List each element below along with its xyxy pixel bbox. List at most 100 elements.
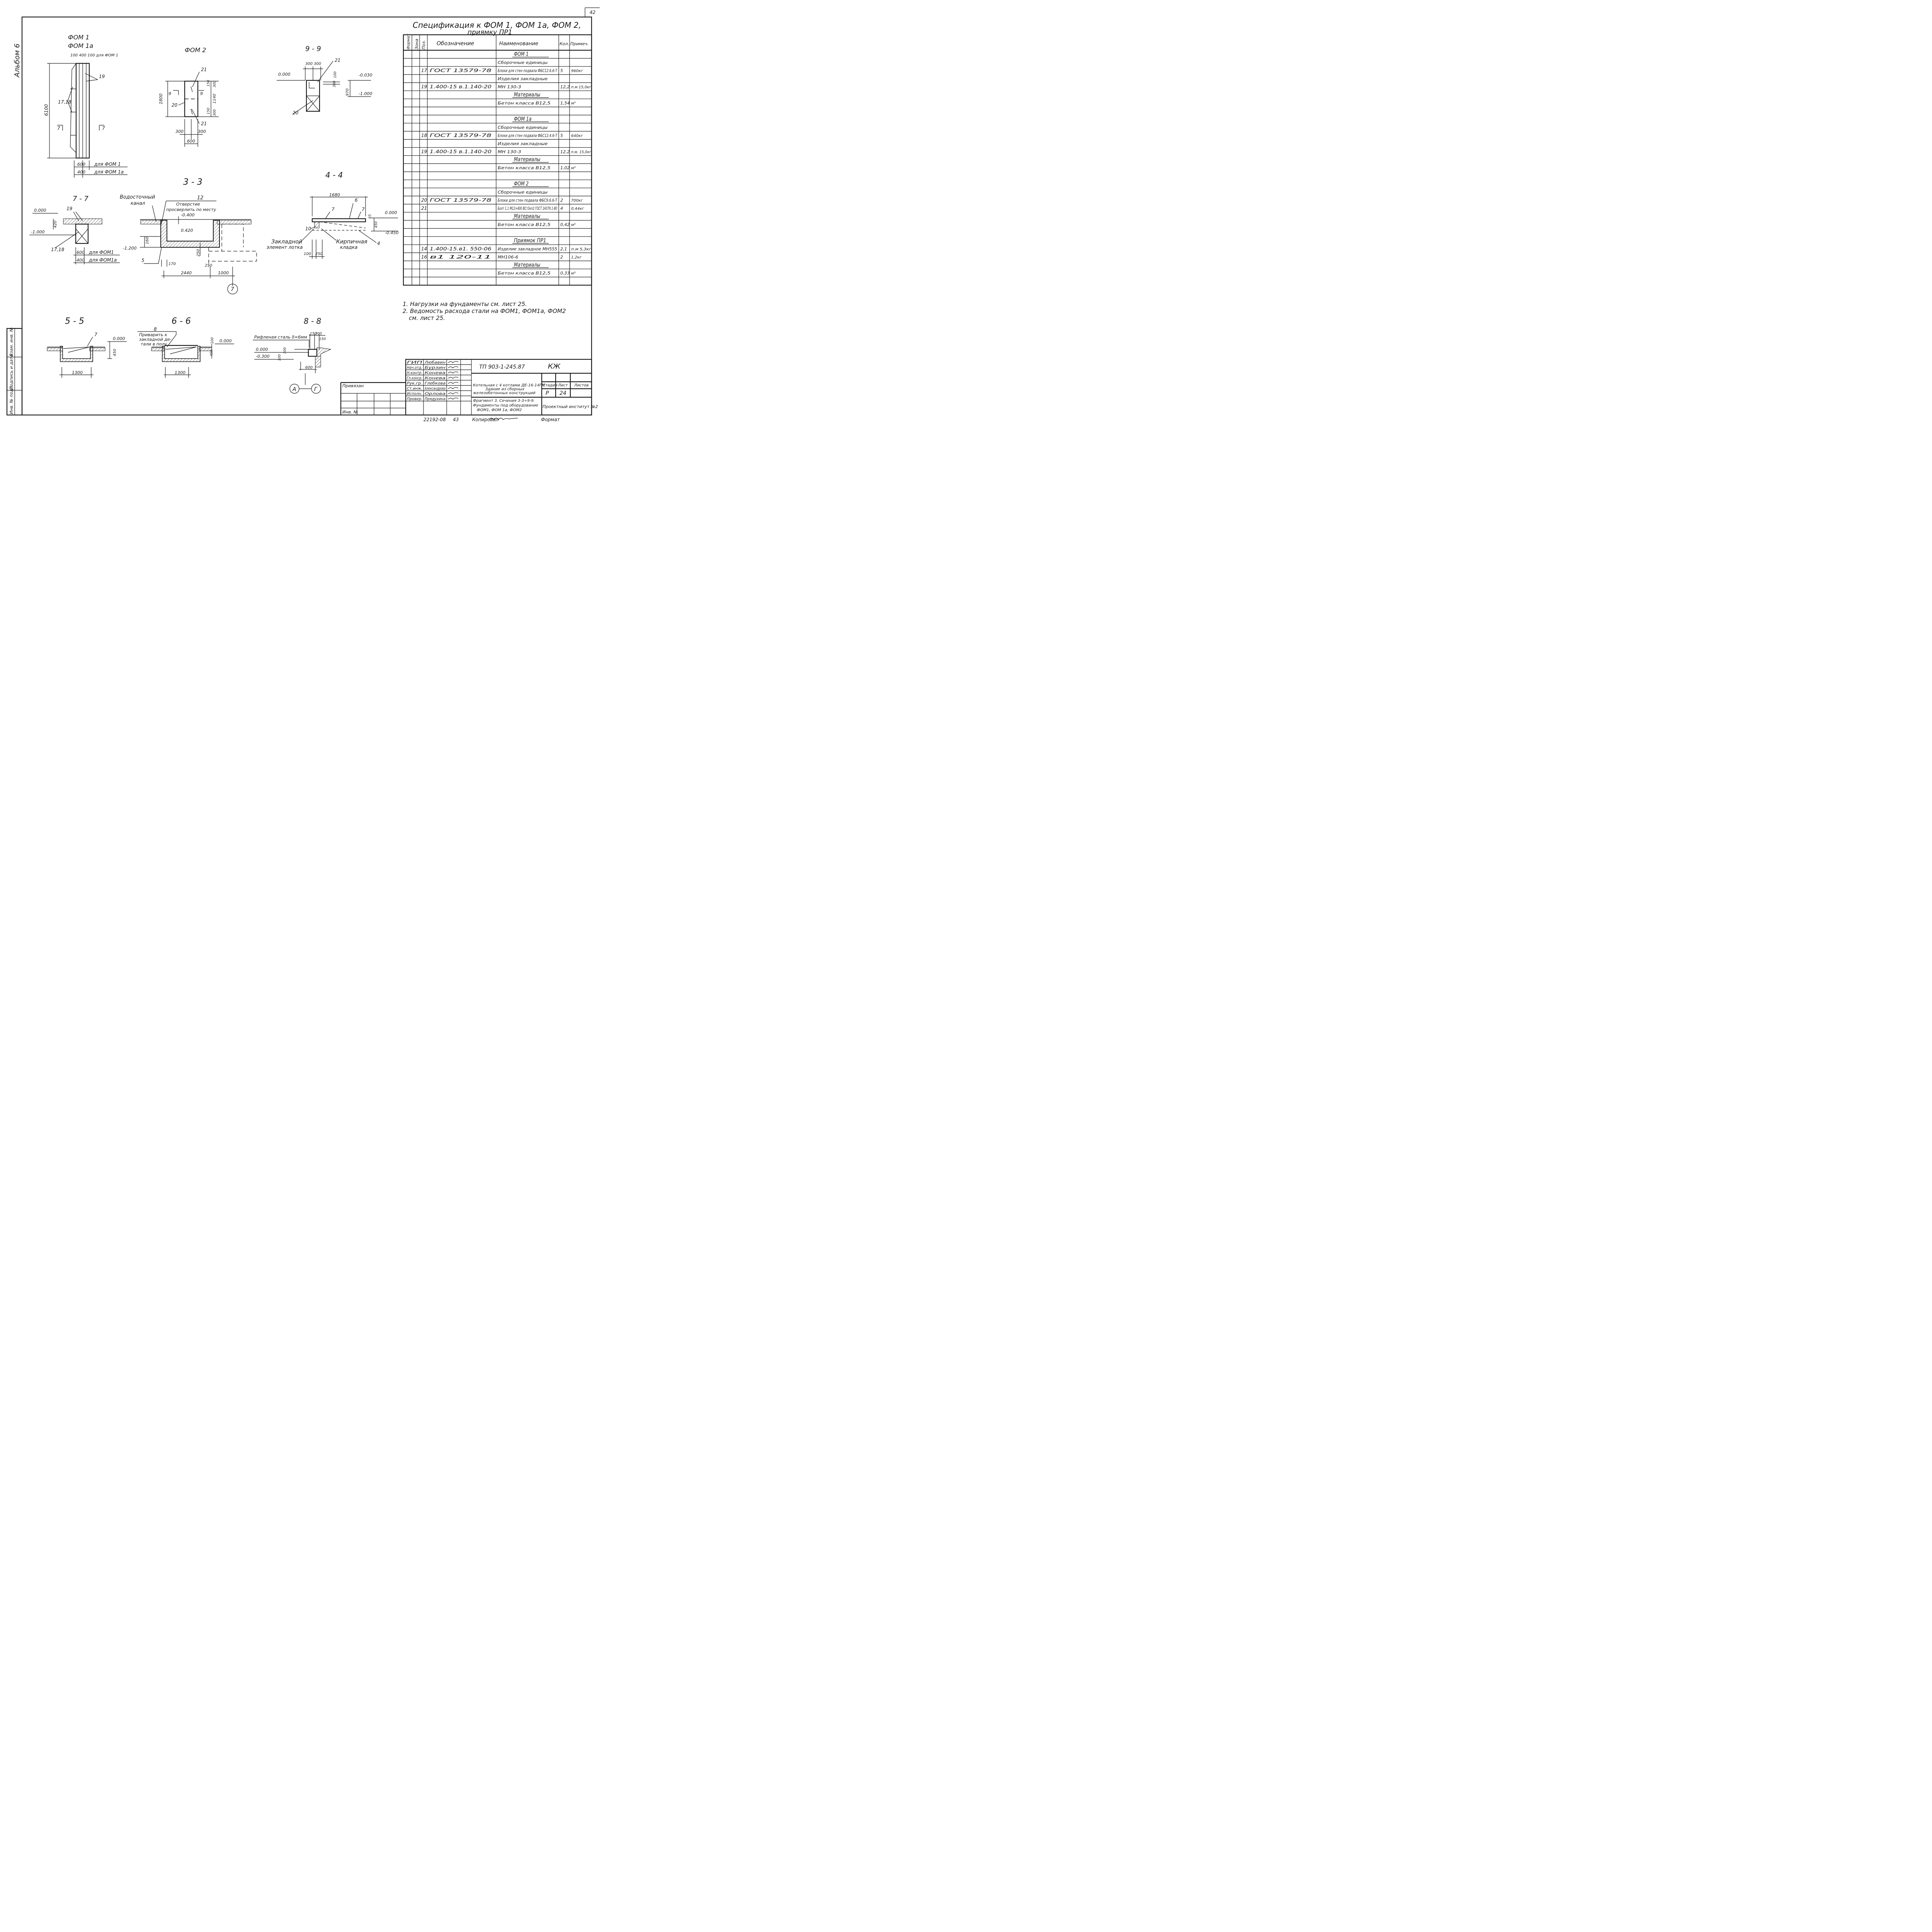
fom2-d150a: 150 bbox=[207, 80, 211, 87]
s88-d300: 300 bbox=[315, 332, 322, 336]
fom2-d300a: 300 bbox=[213, 81, 217, 87]
spec-name: Материалы bbox=[514, 92, 540, 98]
fom2-label-21b: 21 bbox=[201, 121, 207, 126]
view-fom2: ФОМ 2 1800 21 21 20 9 9 150 300 1140 150… bbox=[158, 46, 219, 147]
spec-name: Бетон класса В12,5 bbox=[498, 100, 551, 105]
s44-brick-1: Кирпичная bbox=[336, 239, 367, 245]
spec-row: ФОМ 2 bbox=[512, 181, 549, 187]
spec-qty: 5 bbox=[560, 68, 563, 73]
spec-designation: 1.400-15 в.1.140-20 bbox=[430, 149, 492, 154]
spec-name: Блоки для стен подвала ФБС12.4.6-Т bbox=[498, 133, 558, 138]
spec-row: Материалы bbox=[512, 213, 549, 219]
spec-qty: 2 bbox=[560, 198, 563, 203]
s66-d1300: 1300 bbox=[175, 370, 185, 375]
s88-title: 8 - 8 bbox=[304, 316, 321, 326]
spec-pos: 21 bbox=[421, 206, 427, 211]
view-section-6-6: 6 - 6 8 Приварить к закладной де- тали в… bbox=[138, 316, 234, 378]
spec-qty: 5 bbox=[560, 133, 563, 138]
fom1-label-19: 19 bbox=[99, 74, 105, 79]
signature bbox=[448, 366, 459, 369]
s44-d1680: 1680 bbox=[329, 192, 340, 197]
copied-label: Копировал bbox=[472, 417, 499, 422]
fom2-d1140: 1140 bbox=[213, 94, 217, 104]
fom2-d300l: 300 bbox=[175, 129, 184, 134]
tb-name: Конева bbox=[425, 376, 446, 380]
fom2-d600: 600 bbox=[187, 139, 195, 144]
fom2-title: ФОМ 2 bbox=[185, 46, 206, 54]
spec-h-format: Формат bbox=[406, 33, 411, 49]
s44-label-7b: 7 bbox=[362, 207, 365, 212]
tb-sheet: 24 bbox=[560, 390, 566, 396]
tb-mark: КЖ bbox=[548, 362, 561, 371]
privyazan-label: Привязан bbox=[342, 383, 364, 388]
tb-sheets-h: Листов bbox=[574, 383, 588, 388]
left-stamp: Инв. № подл. Подпись и дата Взам. инв. № bbox=[6, 327, 23, 416]
fom2-d150b: 150 bbox=[207, 108, 211, 114]
spec-h-designation: Обозначение bbox=[437, 41, 474, 47]
spec-table: Спецификация к ФОМ 1, ФОМ 1а, ФОМ 2, при… bbox=[403, 20, 592, 286]
signature bbox=[448, 382, 459, 384]
bottom-code: 22192-08 bbox=[423, 417, 446, 422]
s44-label-4: 4 bbox=[377, 241, 380, 246]
spec-designation: ГОСТ 13579-78 bbox=[430, 133, 492, 138]
tb-stage: Р bbox=[546, 390, 549, 396]
s66-d100: 100 bbox=[211, 337, 214, 344]
s99-d300: 300 bbox=[333, 81, 337, 87]
page-number: 43 bbox=[453, 417, 459, 422]
s77-title: 7 - 7 bbox=[73, 195, 88, 203]
s33-canal-1: Водосточный bbox=[120, 194, 155, 200]
spec-name: Изделия закладные bbox=[498, 77, 548, 82]
spec-name: Бетон класса В12,5 bbox=[498, 271, 551, 276]
spec-name: Блоки для стен подвала ФБС12.6.6-Т bbox=[498, 68, 558, 73]
tb-sheet-h: Лист bbox=[558, 383, 568, 388]
spec-name: Материалы bbox=[514, 213, 540, 219]
view-section-5-5: 5 - 5 7 0.000 450 1300 bbox=[47, 316, 127, 378]
s99-e0: 0.000 bbox=[278, 72, 291, 77]
s77-for1a: для ФОМ1а bbox=[88, 257, 117, 263]
spec-pos: 14 bbox=[421, 246, 427, 252]
spec-pos: 19 bbox=[421, 149, 427, 154]
s77-label-1718: 17,18 bbox=[51, 247, 65, 252]
spec-qty: 1,02 bbox=[560, 165, 570, 170]
s66-d450: 450 bbox=[210, 350, 214, 356]
s33-axis-7: 7 bbox=[231, 286, 234, 293]
s33-hole-1: Отверстие bbox=[176, 202, 200, 207]
fom1a-title: ФОМ 1а bbox=[68, 42, 93, 49]
s88-d300v: 300 bbox=[283, 347, 287, 354]
spec-name: МН 130-3 bbox=[498, 85, 521, 90]
spec-row: Сборочные единицы bbox=[498, 125, 548, 130]
s44-label-7a: 7 bbox=[332, 207, 335, 212]
s99-e030: -0.030 bbox=[359, 73, 372, 78]
s77-e1: -1.000 bbox=[31, 230, 44, 235]
fom1-for1: для ФОМ 1 bbox=[94, 162, 121, 167]
s33-e1200: -1.200 bbox=[123, 246, 136, 251]
tb-name: Конева bbox=[425, 371, 446, 375]
drawing-sheet: 42 Альбом 6 Инв. № подл. Подпись и дата … bbox=[6, 7, 600, 422]
spec-designation: 1.400-15 в.1.140-20 bbox=[430, 84, 492, 90]
s33-d170: 170 bbox=[168, 262, 176, 266]
s44-title: 4 - 4 bbox=[325, 170, 343, 180]
spec-qty: 12,2 bbox=[560, 85, 570, 90]
format-label: Формат bbox=[541, 417, 560, 422]
tb-role: ГИП bbox=[407, 361, 423, 365]
note-1: 1. Нагрузки на фундаменты см. лист 25. bbox=[403, 301, 527, 308]
fom1-label-1718: 17,18 bbox=[58, 99, 71, 105]
spec-pos: 18 bbox=[421, 133, 427, 138]
signature bbox=[448, 398, 459, 400]
s77-for1: для ФОМ1 bbox=[88, 250, 114, 255]
s66-label-8: 8 bbox=[154, 327, 157, 332]
view-section-7-7: 7 - 7 19 0.000 420 -1.000 17,18 600 для … bbox=[29, 195, 120, 264]
tb-role: Исполн. bbox=[407, 392, 422, 396]
fom2-height: 1800 bbox=[158, 94, 163, 104]
album-label: Альбом 6 bbox=[13, 44, 21, 78]
s99-d100: 100 bbox=[333, 71, 337, 78]
s33-d1000: 1000 bbox=[218, 270, 229, 276]
corner-number: 42 bbox=[590, 10, 595, 15]
tb-doc-code: ТП 903-1-245.87 bbox=[479, 364, 525, 370]
s33-d2440: 2440 bbox=[181, 270, 192, 276]
inv-label: Инв. № bbox=[342, 410, 358, 415]
s55-d1300: 1300 bbox=[72, 370, 83, 375]
